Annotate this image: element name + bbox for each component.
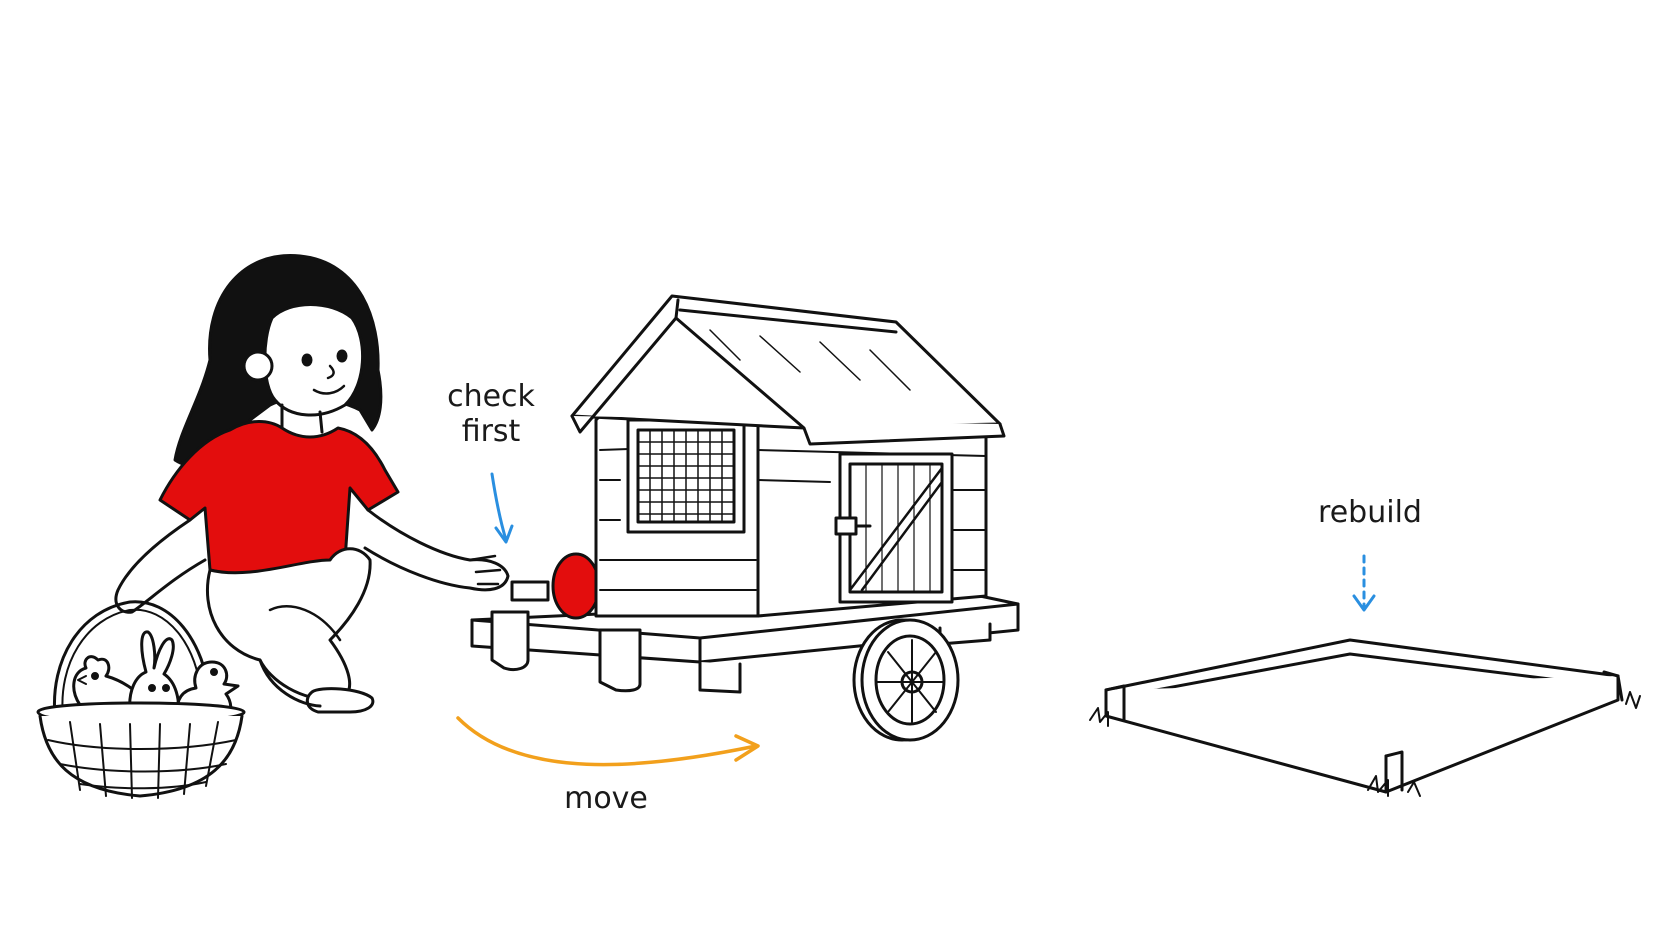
bunny-icon	[128, 630, 180, 716]
check-first-line1: check	[447, 379, 535, 414]
check-first-label: check first	[436, 379, 546, 449]
rebuild-label: rebuild	[1318, 495, 1422, 530]
girl-figure	[114, 254, 510, 714]
rebuild-arrow	[1352, 554, 1376, 612]
duck-icon	[176, 660, 240, 718]
egg-icon	[551, 552, 601, 620]
empty-frame	[1089, 638, 1641, 797]
coop-trailer	[470, 552, 1020, 742]
girl-face	[263, 303, 365, 417]
wheel-icon	[852, 618, 960, 742]
girl-pants	[205, 547, 372, 702]
move-arrow	[456, 716, 760, 767]
check-first-line2: first	[461, 413, 521, 449]
basket	[36, 600, 246, 799]
girl-shirt	[158, 420, 400, 577]
check-first-arrow	[490, 472, 514, 544]
move-label: move	[564, 781, 648, 816]
chicken-coop	[570, 294, 1006, 618]
